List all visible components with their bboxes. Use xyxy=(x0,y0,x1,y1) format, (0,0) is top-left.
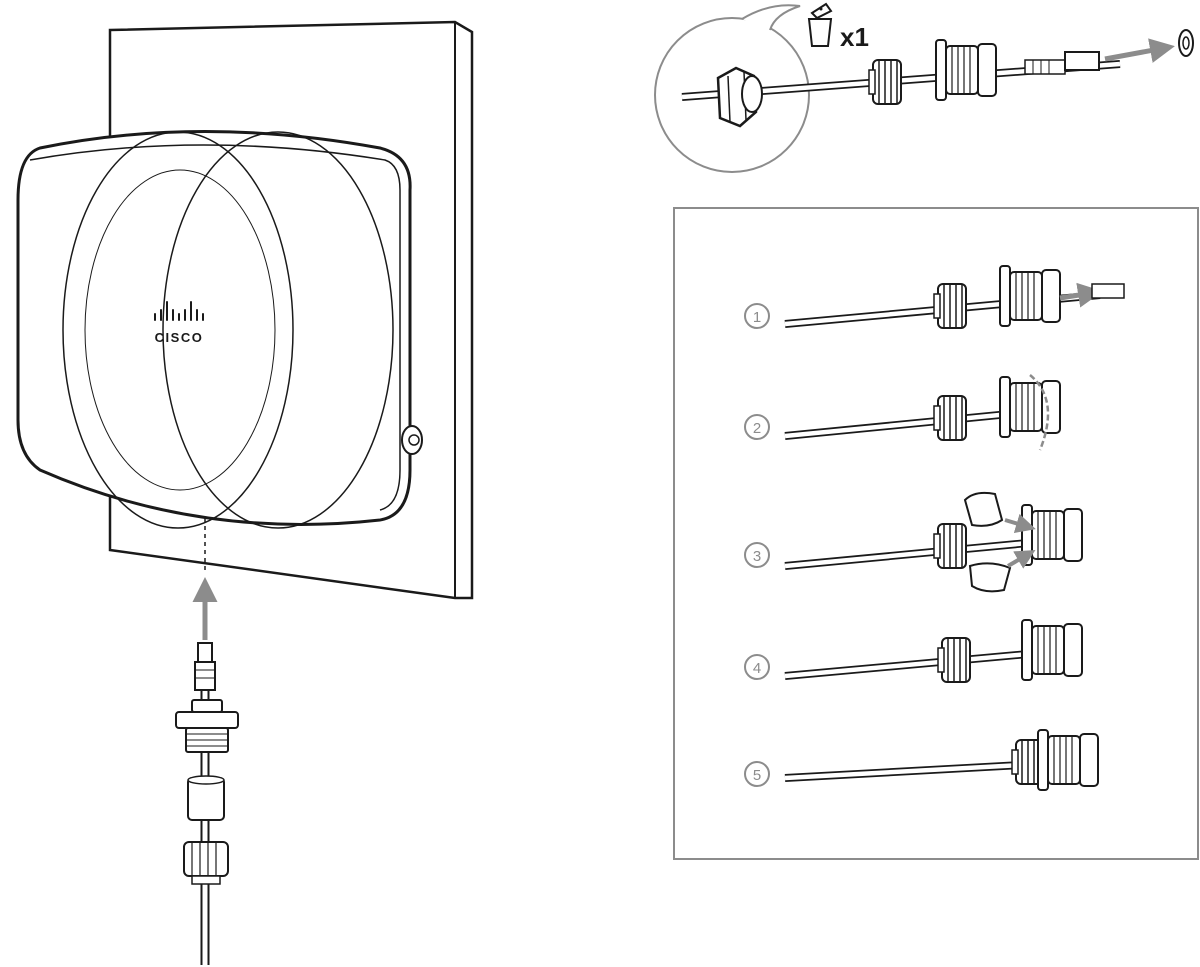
step-1: 1 xyxy=(744,265,1125,329)
cisco-logo-icon xyxy=(154,301,204,321)
step-number: 1 xyxy=(753,309,761,326)
discard-quantity-label: x1 xyxy=(840,22,869,52)
step-number-badge xyxy=(744,654,770,680)
step-number: 3 xyxy=(753,548,761,565)
remove-arrow xyxy=(1104,38,1175,63)
rj45-plug-icon xyxy=(1024,51,1100,75)
step-number-badge xyxy=(744,414,770,440)
side-port-icon xyxy=(401,425,423,455)
step-3: 3 xyxy=(744,491,1083,593)
access-point: CISCO xyxy=(16,130,423,529)
radome-ring-left xyxy=(62,131,294,529)
radome-ring-right xyxy=(162,131,394,529)
step-number-badge xyxy=(744,761,770,787)
gland-nut-icon xyxy=(868,59,902,105)
step-number: 5 xyxy=(753,767,761,784)
step-4: 4 xyxy=(744,619,1083,683)
step-number: 4 xyxy=(753,660,761,677)
washer-icon xyxy=(1178,29,1194,57)
cable-gland-assembly xyxy=(175,642,239,965)
discard-callout: x1 xyxy=(654,2,1194,173)
trash-icon xyxy=(807,2,833,47)
gland-body-icon xyxy=(935,39,997,101)
hex-nut-icon xyxy=(716,66,763,128)
step-5: 5 xyxy=(744,729,1099,791)
step-number-badge xyxy=(744,303,770,329)
rotate-arrow-icon xyxy=(1029,374,1050,451)
step-number-badge xyxy=(744,542,770,568)
step-number: 2 xyxy=(753,420,761,437)
cisco-logo-text: CISCO xyxy=(155,330,204,345)
step-2: 2 xyxy=(744,374,1061,451)
